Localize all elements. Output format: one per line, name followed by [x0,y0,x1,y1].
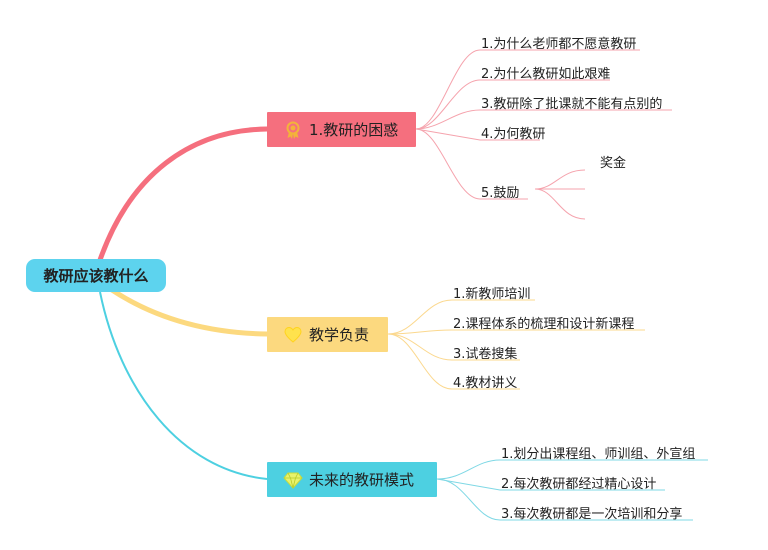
branch-label-1: 1.教研的困惑 [309,121,399,139]
link-root-branch-1 [97,126,270,263]
heart-icon [283,325,303,345]
leaf-1-5[interactable]: 5.鼓励 [481,186,520,201]
branch-label-2: 教学负责 [309,326,370,344]
subleaf-1-5-1[interactable]: 奖金 [600,156,627,171]
leaf-1-2[interactable]: 2.为什么教研如此艰难 [481,67,611,82]
branch-node-2[interactable]: 教学负责 [267,317,388,352]
link-root-branch-2 [109,287,270,337]
leaf-1-4[interactable]: 4.为何教研 [481,127,546,142]
leaf-3-2[interactable]: 2.每次教研都经过精心设计 [501,477,657,492]
diamond-icon [283,470,303,490]
medal-icon [283,120,303,140]
leaf-3-1[interactable]: 1.划分出课程组、师训组、外宣组 [501,447,696,462]
root-label: 教研应该教什么 [43,267,149,285]
leaf-2-3[interactable]: 3.试卷搜集 [453,347,518,362]
leaf-1-3[interactable]: 3.教研除了批课就不能有点别的 [481,97,663,112]
branch-node-3[interactable]: 未来的教研模式 [267,462,437,497]
leaf-2-4[interactable]: 4.教材讲义 [453,376,518,391]
branch-node-1[interactable]: 1.教研的困惑 [267,112,416,147]
branch-label-3: 未来的教研模式 [309,471,415,489]
link-root-branch-3 [99,291,268,480]
leaf-1-1[interactable]: 1.为什么老师都不愿意教研 [481,37,637,52]
leaf-2-1[interactable]: 1.新教师培训 [453,287,531,302]
root-node[interactable]: 教研应该教什么 [26,259,166,292]
leaf-2-2[interactable]: 2.课程体系的梳理和设计新课程 [453,317,635,332]
leaf-3-3[interactable]: 3.每次教研都是一次培训和分享 [501,507,683,522]
